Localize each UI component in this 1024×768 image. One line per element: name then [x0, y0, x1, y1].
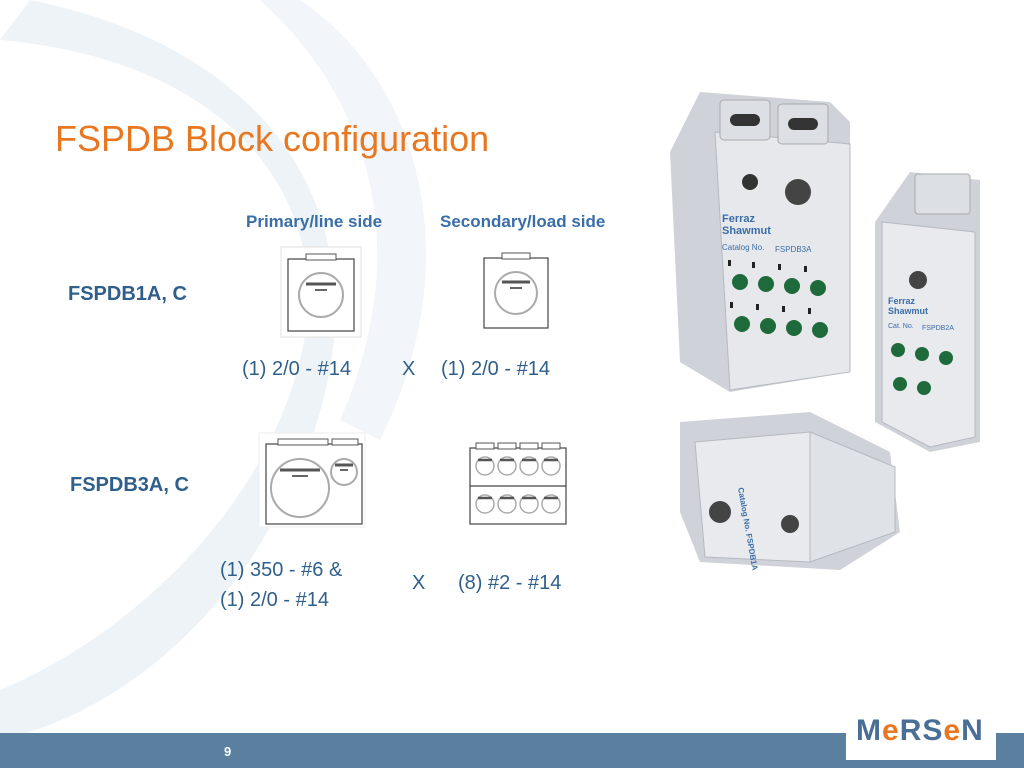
photo-brand-line2: Shawmut: [722, 225, 771, 237]
power-block-small: Catalog No. FSPDB1A: [680, 412, 900, 571]
logo-part-5: N: [961, 714, 984, 747]
logo-part-2: e: [882, 714, 900, 747]
row2-secondary-spec: (8) #2 - #14: [458, 572, 562, 594]
photo-brand-med-line1: Ferraz: [888, 296, 916, 306]
diagram-fspdb1a-secondary: [483, 252, 549, 329]
page-number: 9: [224, 744, 232, 759]
row1-secondary-spec: (1) 2/0 - #14: [441, 358, 550, 380]
photo-catalog-label-2: Cat. No.: [888, 323, 914, 330]
photo-catalog-label-1: Catalog No.: [722, 243, 764, 252]
row-label-fspdb1a: FSPDB1A, C: [68, 283, 187, 305]
photo-catalog-value-2: FSPDB2A: [922, 325, 954, 332]
column-header-secondary: Secondary/load side: [440, 212, 606, 231]
slide-title: FSPDB Block configuration: [55, 118, 490, 159]
row1-separator: X: [402, 358, 416, 380]
row2-primary-spec-line2: (1) 2/0 - #14: [220, 589, 329, 611]
photo-brand-med-line2: Shawmut: [888, 306, 928, 316]
diagram-fspdb3a-secondary: [469, 442, 567, 525]
row2-separator: X: [412, 572, 426, 594]
row2-primary-spec-line1: (1) 350 - #6 &: [220, 559, 343, 581]
power-block-large: Ferraz Shawmut Catalog No. FSPDB3A: [670, 92, 851, 392]
diagram-fspdb1a-primary: [280, 246, 362, 338]
row-label-fspdb3a: FSPDB3A, C: [70, 474, 189, 496]
mersen-logo: MeRSeN: [846, 708, 996, 760]
photo-catalog-value-1: FSPDB3A: [775, 245, 812, 254]
product-photo: Ferraz Shawmut Catalog No. FSPDB3A Ferra…: [670, 92, 980, 571]
logo-part-1: M: [856, 714, 882, 747]
diagram-fspdb3a-primary: [258, 432, 366, 528]
row1-primary-spec: (1) 2/0 - #14: [242, 358, 351, 380]
column-header-primary: Primary/line side: [246, 212, 383, 231]
photo-brand-line1: Ferraz: [722, 213, 756, 225]
power-block-medium: Ferraz Shawmut Cat. No. FSPDB2A: [875, 172, 980, 452]
logo-part-4: e: [943, 714, 962, 747]
logo-part-3: RS: [899, 714, 944, 747]
